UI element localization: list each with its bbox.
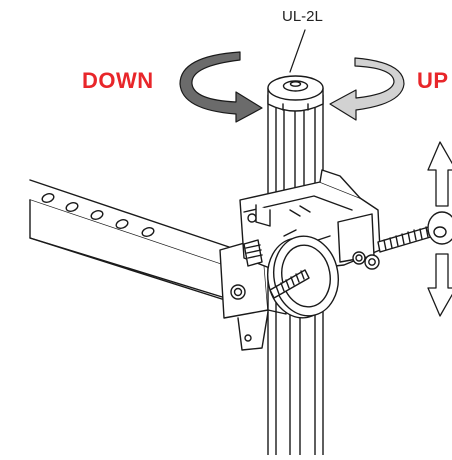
bar-holes	[41, 193, 155, 237]
rotate-up-arrow	[329, 57, 405, 121]
rotate-down-arrow	[179, 51, 263, 123]
model-leader-line	[289, 29, 306, 73]
move-up-arrow	[427, 141, 452, 207]
side-threaded-rod	[377, 211, 452, 253]
move-down-arrow	[427, 253, 452, 317]
down-label: DOWN	[82, 68, 154, 93]
extension-bar	[29, 179, 233, 301]
gear-block	[243, 239, 263, 267]
model-label: UL-2L	[282, 8, 323, 25]
up-label: UP	[417, 68, 449, 93]
threaded-rod	[269, 269, 310, 299]
ul-2l-knob[interactable]	[267, 75, 324, 112]
